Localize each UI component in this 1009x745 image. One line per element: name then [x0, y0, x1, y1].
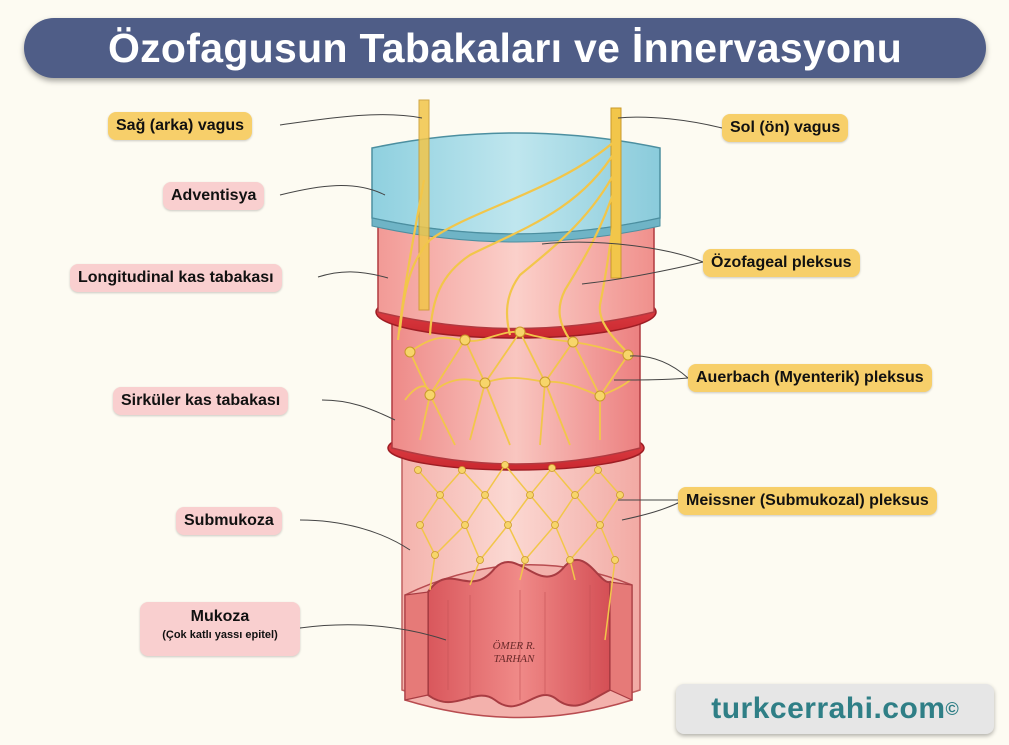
label-longitudinal-muscle: Longitudinal kas tabakası	[70, 264, 282, 292]
leader-right-vagus	[280, 115, 422, 125]
label-meissner-plexus: Meissner (Submukozal) pleksus	[678, 487, 937, 515]
label-mucosa: Mukoza	[140, 608, 300, 626]
copyright-mark: ©	[946, 699, 959, 720]
label-mucosa-box: Mukoza (Çok katlı yassı epitel)	[140, 602, 300, 656]
title-banner: Özofagusun Tabakaları ve İnnervasyonu	[24, 18, 986, 78]
watermark-line1: ÖMER R.	[472, 640, 556, 653]
site-name: turkcerrahi.com	[711, 692, 945, 726]
label-left-vagus: Sol (ön) vagus	[722, 114, 848, 142]
watermark-line2: TARHAN	[472, 653, 556, 666]
leader-adventitia	[280, 186, 385, 195]
page-title: Özofagusun Tabakaları ve İnnervasyonu	[108, 25, 902, 72]
leader-circular	[322, 400, 395, 420]
leader-submucosa	[300, 520, 410, 550]
label-auerbach-plexus: Auerbach (Myenterik) pleksus	[688, 364, 932, 392]
label-adventitia: Adventisya	[163, 182, 264, 210]
label-esophageal-plexus: Özofageal pleksus	[703, 249, 860, 277]
site-badge: turkcerrahi.com©	[676, 684, 994, 734]
label-right-vagus: Sağ (arka) vagus	[108, 112, 252, 140]
watermark: ÖMER R. TARHAN	[472, 640, 556, 666]
leader-left-vagus	[618, 117, 722, 128]
label-mucosa-sub: (Çok katlı yassı epitel)	[140, 629, 300, 641]
label-submucosa: Submukoza	[176, 507, 282, 535]
label-circular-muscle: Sirküler kas tabakası	[113, 387, 288, 415]
mucosa-cross-section	[405, 560, 632, 718]
